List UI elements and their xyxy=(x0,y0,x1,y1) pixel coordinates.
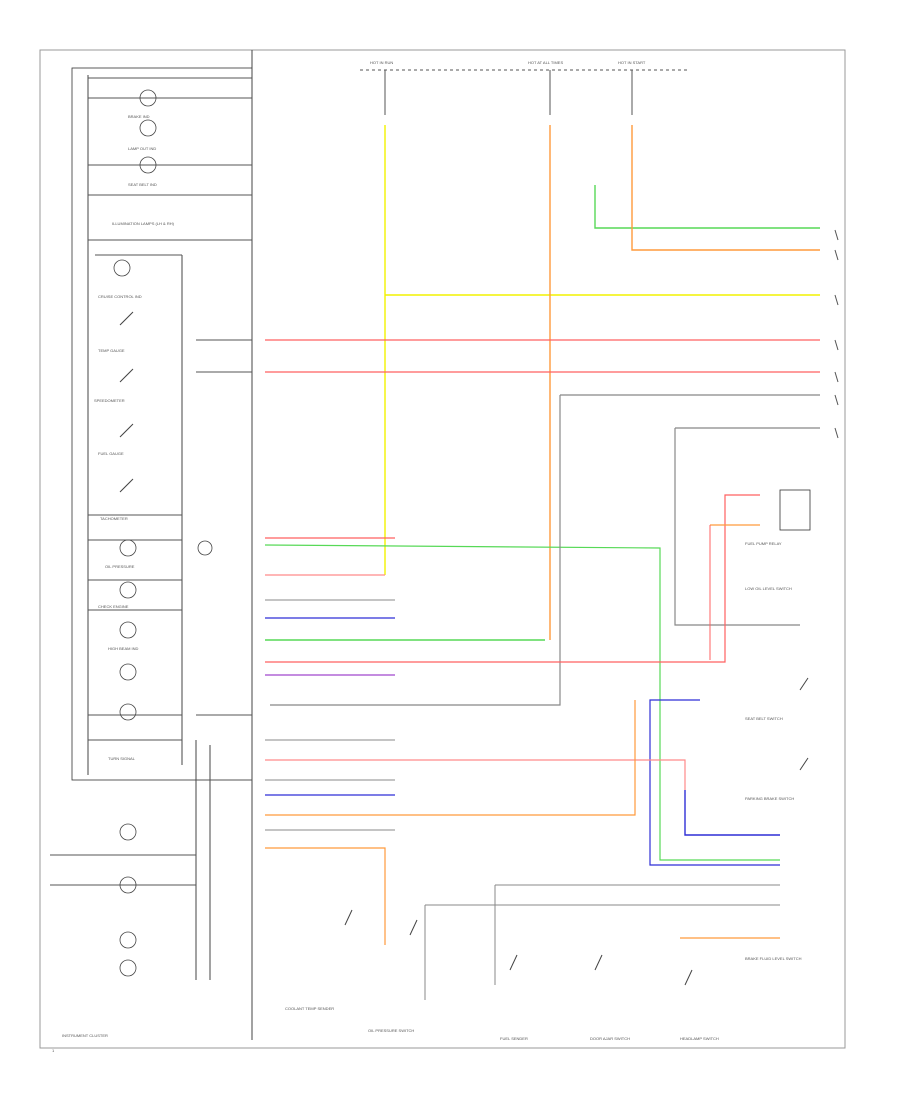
fuse-group: HOT IN RUN HOT AT ALL TIMES HOT IN START xyxy=(360,60,690,115)
label-illum: ILLUMINATION LAMPS (LH & RH) xyxy=(112,221,175,226)
label-tach: TACHOMETER xyxy=(100,516,128,521)
bulb-icon xyxy=(119,959,137,977)
diagram-frame xyxy=(39,49,846,1049)
fuse-label-3: HOT IN START xyxy=(618,60,646,65)
footer-label: INSTRUMENT CLUSTER xyxy=(62,1033,108,1038)
bottom-label-5: HEADLAMP SWITCH xyxy=(680,1036,719,1041)
bulb-icon xyxy=(119,621,137,639)
wire-group xyxy=(264,125,820,1000)
edge-connectors xyxy=(834,229,839,439)
label-high: HIGH BEAM IND xyxy=(108,646,139,651)
bulb-icon xyxy=(119,823,137,841)
right-label-2: LOW OIL LEVEL SWITCH xyxy=(745,586,792,591)
bulb-icon xyxy=(119,876,137,894)
bottom-label-1: COOLANT TEMP SENDER xyxy=(285,1006,334,1011)
instrument-cluster-box xyxy=(71,67,253,781)
label-check: CHECK ENGINE xyxy=(98,604,129,609)
label-lamp: LAMP OUT IND xyxy=(128,146,156,151)
right-label-1: FUEL PUMP RELAY xyxy=(745,541,782,546)
bulb-icon xyxy=(119,663,137,681)
label-speed: SPEEDOMETER xyxy=(94,398,125,403)
bulb-icon xyxy=(119,581,137,599)
right-label-3: SEAT BELT SWITCH xyxy=(745,716,783,721)
label-seat: SEAT BELT IND xyxy=(128,182,157,187)
bulb-icon xyxy=(113,259,131,277)
label-turn: TURN SIGNAL xyxy=(108,756,136,761)
bottom-label-4: DOOR AJAR SWITCH xyxy=(590,1036,630,1041)
label-temp: TEMP GAUGE xyxy=(98,348,125,353)
cluster-bulbs xyxy=(113,89,213,977)
bottom-label-3: FUEL SENDER xyxy=(500,1036,528,1041)
bulb-icon xyxy=(139,119,157,137)
label-cruise: CRUISE CONTROL IND xyxy=(98,294,142,299)
bulb-icon xyxy=(197,540,213,556)
bulb-icon xyxy=(139,156,157,174)
right-label-4: PARKING BRAKE SWITCH xyxy=(745,796,794,801)
cluster-labels: BRAKE IND LAMP OUT IND SEAT BELT IND ILL… xyxy=(52,114,175,1053)
fuse-label-1: HOT IN RUN xyxy=(370,60,393,65)
cluster-traces xyxy=(50,77,252,886)
page-mark: 1 xyxy=(52,1048,55,1053)
bulb-icon xyxy=(139,89,157,107)
bulb-icon xyxy=(119,703,137,721)
fuse-label-2: HOT AT ALL TIMES xyxy=(528,60,563,65)
bottom-components: COOLANT TEMP SENDER OIL PRESSURE SWITCH … xyxy=(285,909,719,1041)
right-label-5: BRAKE FLUID LEVEL SWITCH xyxy=(745,956,802,961)
label-oil: OIL PRESSURE xyxy=(105,564,135,569)
bulb-icon xyxy=(119,931,137,949)
bottom-label-2: OIL PRESSURE SWITCH xyxy=(368,1028,414,1033)
label-fuel: FUEL GAUGE xyxy=(98,451,124,456)
cluster-switches xyxy=(119,311,134,493)
right-components: FUEL PUMP RELAY LOW OIL LEVEL SWITCH SEA… xyxy=(745,489,811,961)
label-brake: BRAKE IND xyxy=(128,114,150,119)
bulb-icon xyxy=(119,539,137,557)
